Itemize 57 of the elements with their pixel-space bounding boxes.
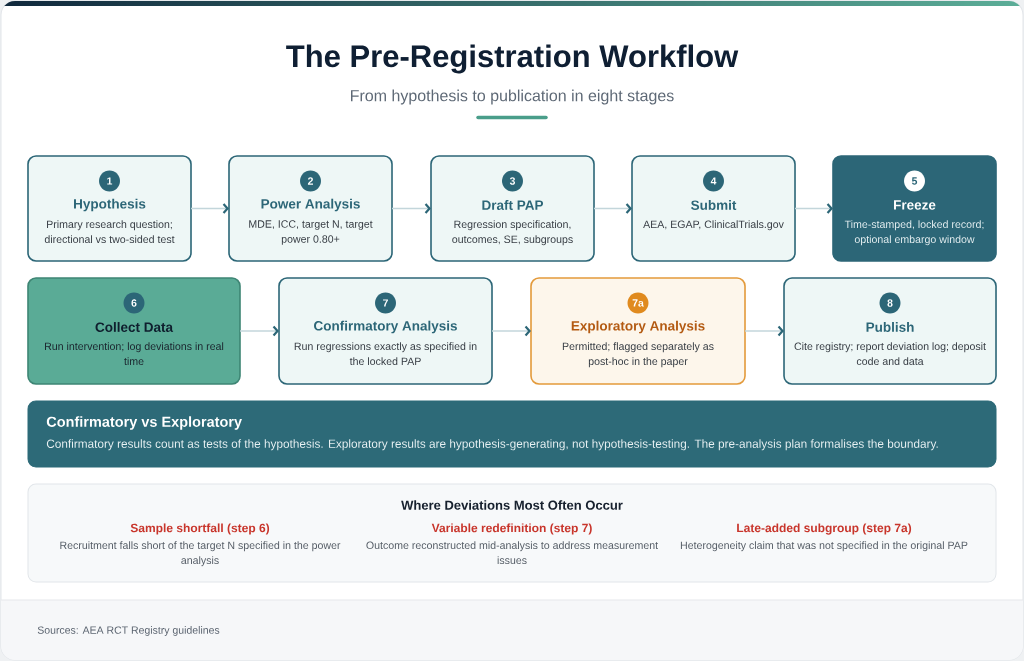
- step-description: AEA, EGAP, ClinicalTrials.gov: [643, 220, 784, 231]
- arrow: [794, 203, 833, 214]
- step-box: [27, 277, 241, 385]
- step-title: Publish: [866, 322, 914, 332]
- step-description: Run regressions exactly as specified in the locked PAP: [294, 342, 477, 366]
- panel-heading: Where Deviations Most Often Occur: [401, 500, 623, 510]
- step-title: Exploratory Analysis: [571, 320, 705, 334]
- arrow: [491, 325, 531, 337]
- step-title: Power Analysis: [261, 198, 360, 212]
- number-badge: 7: [375, 292, 396, 314]
- number-badge: 6: [123, 292, 145, 314]
- note-banner: [27, 400, 997, 468]
- step-description: Run intervention; log deviations in real time: [45, 342, 224, 366]
- step-description: Regression specification, outcomes, SE, subgroups: [452, 220, 573, 246]
- step-title: Confirmatory Analysis: [314, 320, 457, 334]
- issue-description: Heterogeneity claim that was not specified in the original PAP: [680, 541, 968, 552]
- step-box: [228, 155, 393, 262]
- step-box: [783, 277, 997, 385]
- step-box: [430, 155, 595, 262]
- step-title: Draft PAP: [482, 200, 544, 210]
- arrow: [239, 325, 279, 337]
- step-description: Permitted; flagged separately as post-hoc in the paper: [562, 342, 714, 368]
- issue-description: Recruitment falls short of the target N specified in the power analysis: [60, 541, 341, 567]
- source-note: Sources: AEA RCT Registry guidelines: [37, 626, 220, 636]
- banner-heading: Confirmatory vs Exploratory: [46, 416, 242, 430]
- arrow: [744, 325, 784, 337]
- info-panel: [27, 483, 997, 583]
- step-description: Time-stamped, locked record; optional embargo window: [844, 220, 984, 246]
- title: The Pre-Registration Workflow: [286, 44, 739, 74]
- step-box: [631, 155, 796, 262]
- arrow: [391, 203, 431, 214]
- number-badge: 4: [703, 170, 724, 192]
- step-title: Collect Data: [95, 322, 174, 332]
- step-title: Hypothesis: [74, 198, 146, 212]
- issue-heading: Late-added subgroup (step 7a): [737, 523, 912, 535]
- subtitle: From hypothesis to publication in eight stages: [351, 89, 674, 105]
- step-box: [530, 277, 746, 385]
- step-title: Submit: [691, 200, 737, 210]
- issue-heading: Sample shortfall (step 6): [130, 523, 270, 535]
- step-box: [27, 155, 192, 262]
- step-description: Primary research question; directional vs two-sided test: [44, 220, 175, 244]
- arrow: [593, 203, 632, 214]
- step-box: [832, 155, 997, 262]
- step-title: Freeze: [894, 200, 936, 210]
- number-badge: 5: [904, 170, 925, 192]
- issue-description: Outcome reconstructed mid-analysis to address measurement issues: [366, 541, 658, 565]
- step-box: [278, 277, 493, 385]
- issue-heading: Variable redefinition (step 7): [431, 523, 592, 535]
- banner-text: Confirmatory results count as tests of the hypothesis. Exploratory results are hypothesis-generating, not hypothesis-testing. The pre-analysis plan formalises the boundary.: [46, 439, 938, 451]
- arrow: [190, 203, 229, 214]
- number-badge: 8: [879, 292, 901, 314]
- step-description: MDE, ICC, target N, target power 0.80+: [249, 220, 373, 245]
- number-badge: 3: [502, 170, 523, 192]
- number-badge: 7a: [627, 292, 649, 314]
- step-description: Cite registry; report deviation log; deposit code and data: [794, 342, 986, 366]
- number-badge: 2: [300, 170, 321, 192]
- number-badge: 1: [99, 170, 120, 192]
